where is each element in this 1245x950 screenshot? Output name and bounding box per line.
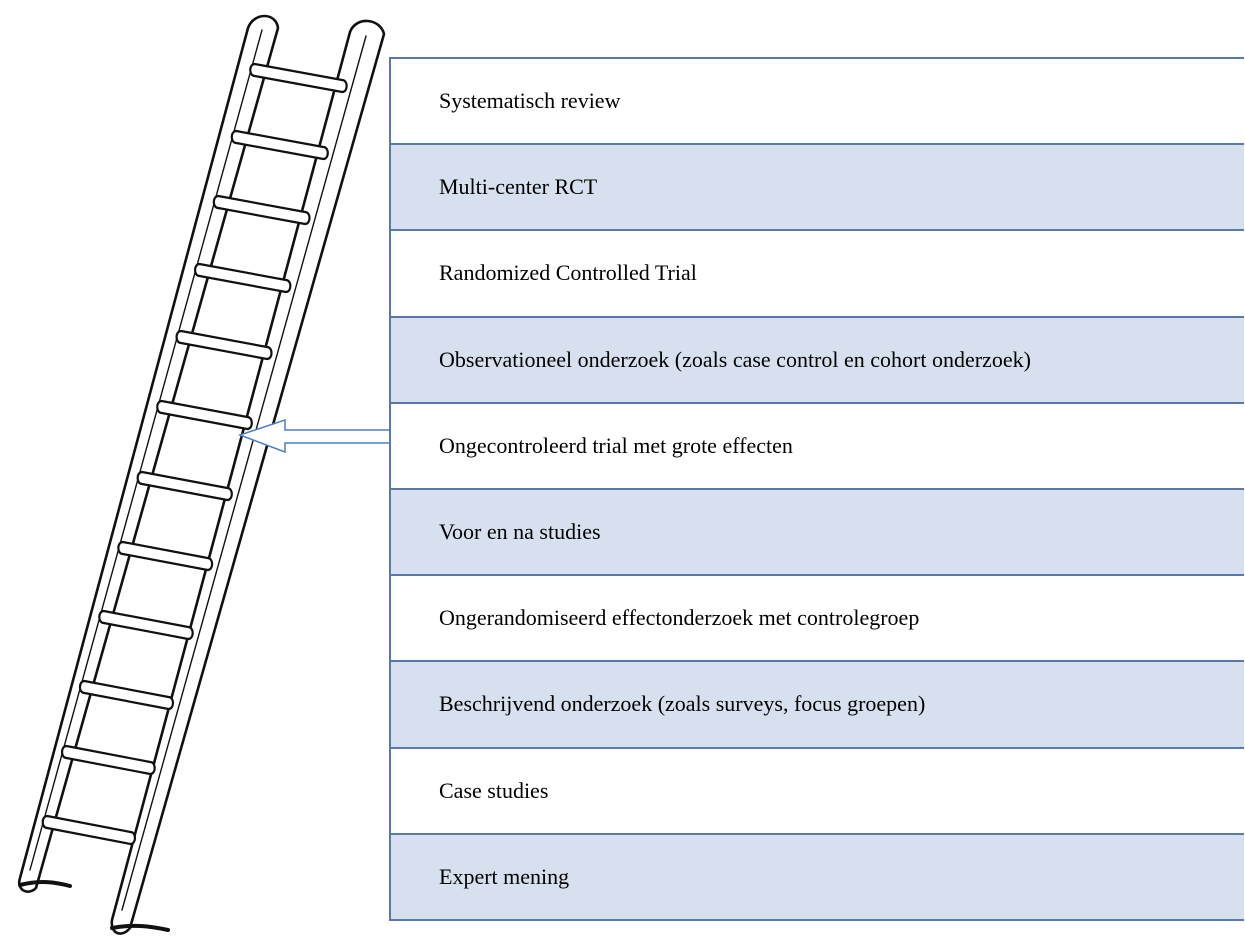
- ladder-rung: [60, 744, 156, 776]
- evidence-level-label: Observationeel onderzoek (zoals case con…: [439, 346, 1031, 372]
- ladder-ground-left: [18, 880, 72, 888]
- evidence-level-row: Expert mening: [391, 832, 1244, 919]
- ladder-rung: [41, 814, 137, 846]
- evidence-level-label: Multi-center RCT: [439, 174, 598, 200]
- evidence-level-row: Ongecontroleerd trial met grote effecten: [391, 401, 1244, 488]
- evidence-level-row: Beschrijvend onderzoek (zoals surveys, f…: [391, 660, 1244, 747]
- evidence-level-label: Ongecontroleerd trial met grote effecten: [439, 432, 793, 458]
- ladder-rung: [98, 609, 194, 641]
- ladder-rung: [175, 329, 273, 361]
- ladder-rung: [249, 62, 348, 94]
- evidence-level-label: Ongerandomiseerd effectonderzoek met con…: [439, 605, 920, 631]
- evidence-level-row: Observationeel onderzoek (zoals case con…: [391, 315, 1244, 402]
- ladder-rungs: [41, 62, 348, 846]
- ladder-rung: [156, 399, 253, 431]
- evidence-level-label: Voor en na studies: [439, 519, 601, 545]
- evidence-level-row: Case studies: [391, 746, 1244, 833]
- evidence-level-label: Randomized Controlled Trial: [439, 260, 697, 286]
- evidence-level-label: Beschrijvend onderzoek (zoals surveys, f…: [439, 691, 926, 717]
- ladder-rung: [78, 679, 175, 711]
- ladder-left-rail-inner: [29, 29, 263, 871]
- ladder-right-rail-inner: [121, 35, 367, 911]
- evidence-level-label: Case studies: [439, 777, 549, 803]
- evidence-level-row: Systematisch review: [391, 57, 1244, 144]
- ladder-rung: [230, 129, 329, 161]
- evidence-level-label: Systematisch review: [439, 88, 621, 114]
- evidence-level-label: Expert mening: [439, 863, 570, 889]
- ladder-rung: [136, 470, 233, 502]
- ladder: [17, 14, 386, 935]
- evidence-level-row: Voor en na studies: [391, 487, 1244, 575]
- ladder-rung: [212, 194, 311, 226]
- evidence-level-row: Multi-center RCT: [391, 143, 1244, 230]
- ladder-rung: [117, 540, 214, 572]
- evidence-level-row: Randomized Controlled Trial: [391, 229, 1244, 316]
- ladder-left-rail: [17, 14, 280, 893]
- ladder-ground-right: [110, 923, 170, 932]
- ladder-rung: [193, 262, 292, 294]
- evidence-level-row: Ongerandomiseerd effectonderzoek met con…: [391, 574, 1244, 661]
